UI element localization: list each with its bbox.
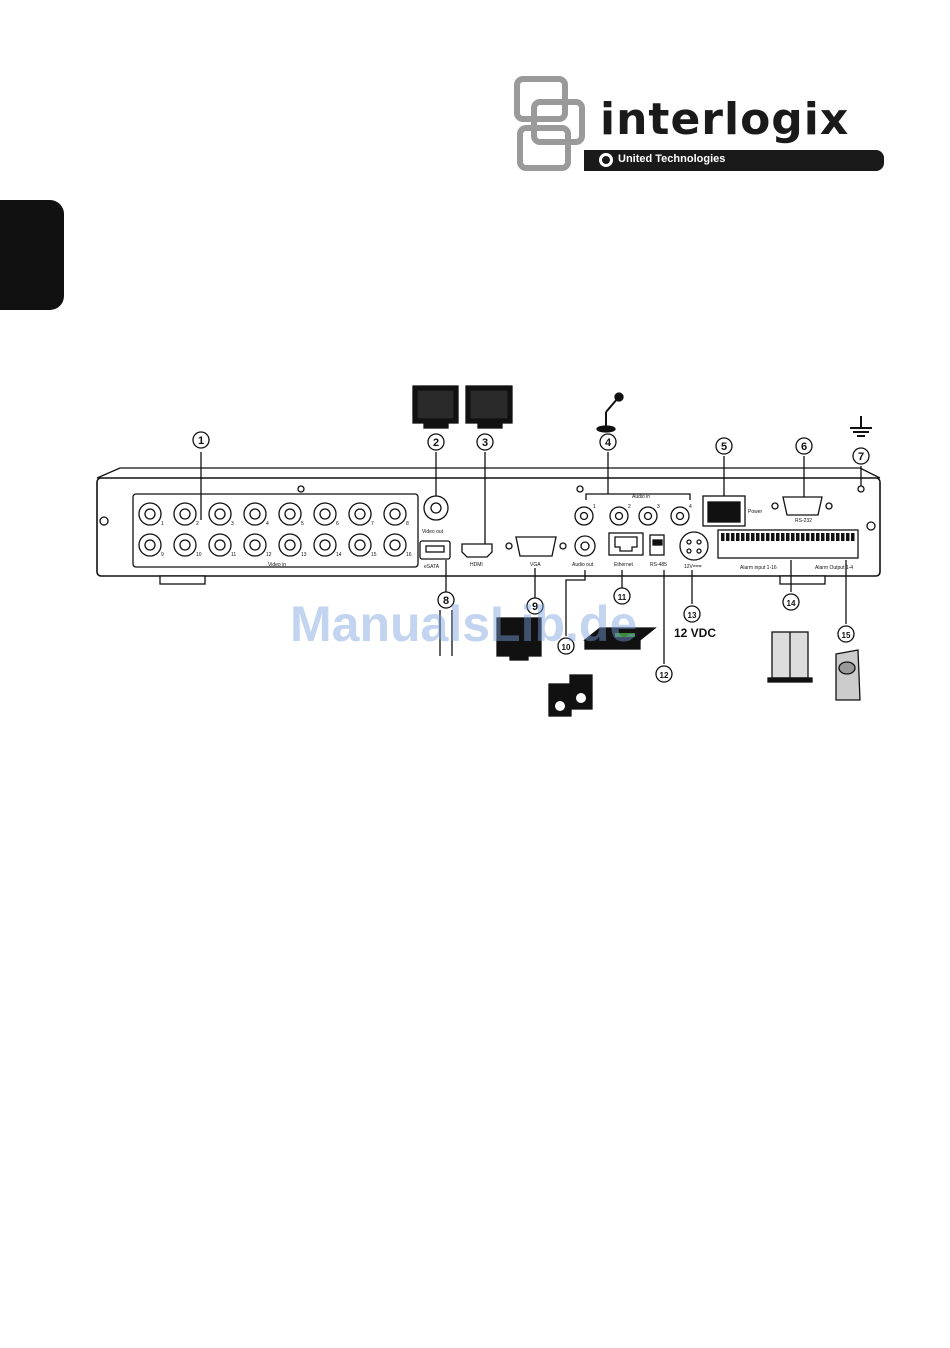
usb-label: eSATA xyxy=(424,564,440,570)
window-sensor-icon xyxy=(768,632,812,682)
callout-number: 2 xyxy=(433,437,439,449)
bnc-number: 11 xyxy=(231,552,236,558)
bnc-number: 2 xyxy=(196,521,199,527)
dvr-chassis xyxy=(97,478,880,576)
bnc-number: 12 xyxy=(266,552,272,558)
alarm-terminal-pin xyxy=(796,533,800,541)
callout-number: 4 xyxy=(605,437,612,449)
power-in-label: 12V=== xyxy=(684,564,702,570)
audio-in-number: 1 xyxy=(593,504,596,510)
video-in-label: Video in xyxy=(268,562,286,568)
alarm-terminal-pin xyxy=(791,533,795,541)
alarm-out-label: Alarm Output 1-4 xyxy=(815,565,853,571)
alarm-terminal-pin xyxy=(851,533,855,541)
callout-number: 15 xyxy=(842,631,851,640)
dvr-top-edge xyxy=(97,468,880,478)
bnc-number: 15 xyxy=(371,552,377,558)
alarm-terminal-pin xyxy=(781,533,785,541)
voltage-label: 12 VDC xyxy=(674,626,716,640)
alarm-terminal-pin xyxy=(766,533,770,541)
alarm-terminal-pin xyxy=(721,533,725,541)
alarm-siren-icon xyxy=(836,650,860,700)
dvr-foot-right xyxy=(780,576,825,584)
watermark: ManualsLib.de xyxy=(290,595,637,653)
speakers-icon xyxy=(549,675,592,716)
bnc-number: 5 xyxy=(301,521,304,527)
microphone-icon xyxy=(597,393,623,432)
alarm-terminals xyxy=(721,533,855,541)
bnc-number: 16 xyxy=(406,552,412,558)
rs485-label: RS-485 xyxy=(650,562,667,568)
monitor-icon xyxy=(413,386,458,428)
bnc-number: 4 xyxy=(266,521,269,527)
alarm-terminal-pin xyxy=(786,533,790,541)
audio-in-number: 4 xyxy=(689,504,692,510)
audio-in-number: 3 xyxy=(657,504,660,510)
alarm-terminal-pin xyxy=(811,533,815,541)
alarm-terminal-pin xyxy=(726,533,730,541)
alarm-terminal-pin xyxy=(821,533,825,541)
alarm-terminal-pin xyxy=(771,533,775,541)
power-label: Power xyxy=(748,509,763,515)
bnc-number: 7 xyxy=(371,521,374,527)
alarm-terminal-pin xyxy=(776,533,780,541)
bnc-number: 14 xyxy=(336,552,342,558)
bnc-number: 1 xyxy=(161,521,164,527)
bnc-number: 8 xyxy=(406,521,409,527)
alarm-terminal-pin xyxy=(751,533,755,541)
audio-out-label: Audio out xyxy=(572,562,594,568)
callout-number: 7 xyxy=(858,451,864,463)
video-out-label: Video out xyxy=(422,529,444,535)
bnc-number: 6 xyxy=(336,521,339,527)
ethernet-label: Ethernet xyxy=(614,562,634,568)
callout-number: 12 xyxy=(660,671,669,680)
rs232-label: RS-232 xyxy=(795,518,812,524)
monitor-icon xyxy=(466,386,512,428)
alarm-terminal-pin xyxy=(806,533,810,541)
callout-number: 5 xyxy=(721,441,727,453)
alarm-terminal-pin xyxy=(846,533,850,541)
ground-symbol-icon xyxy=(850,416,872,436)
dvr-foot-left xyxy=(160,576,205,584)
alarm-terminal-pin xyxy=(841,533,845,541)
alarm-terminal-pin xyxy=(801,533,805,541)
alarm-terminal-pin xyxy=(816,533,820,541)
alarm-terminal-pin xyxy=(756,533,760,541)
power-switch-rocker xyxy=(708,502,740,522)
alarm-terminal-pin xyxy=(831,533,835,541)
alarm-terminal-pin xyxy=(731,533,735,541)
alarm-terminal-pin xyxy=(746,533,750,541)
alarm-terminal-pin xyxy=(736,533,740,541)
callout-number: 13 xyxy=(688,611,697,620)
alarm-terminal-pin xyxy=(826,533,830,541)
bnc-number: 9 xyxy=(161,552,164,558)
bnc-number: 13 xyxy=(301,552,307,558)
alarm-terminal-pin xyxy=(741,533,745,541)
hdmi-label: HDMI xyxy=(470,562,483,568)
callout-number: 3 xyxy=(482,437,488,449)
callout-number: 1 xyxy=(198,435,204,447)
vga-label: VGA xyxy=(530,562,541,568)
bnc-number: 10 xyxy=(196,552,202,558)
alarm-terminal-pin xyxy=(836,533,840,541)
audio-in-number: 2 xyxy=(628,504,631,510)
rs485-pin-b xyxy=(658,540,662,545)
usb-slot xyxy=(426,546,444,552)
callout-number: 14 xyxy=(787,599,796,608)
rs485-pin-a xyxy=(653,540,657,545)
alarm-terminal-pin xyxy=(761,533,765,541)
bnc-number: 3 xyxy=(231,521,234,527)
audio-in-label: Audio in xyxy=(632,494,650,500)
callout-number: 6 xyxy=(801,441,807,453)
alarm-in-label: Alarm input 1-16 xyxy=(740,565,777,571)
